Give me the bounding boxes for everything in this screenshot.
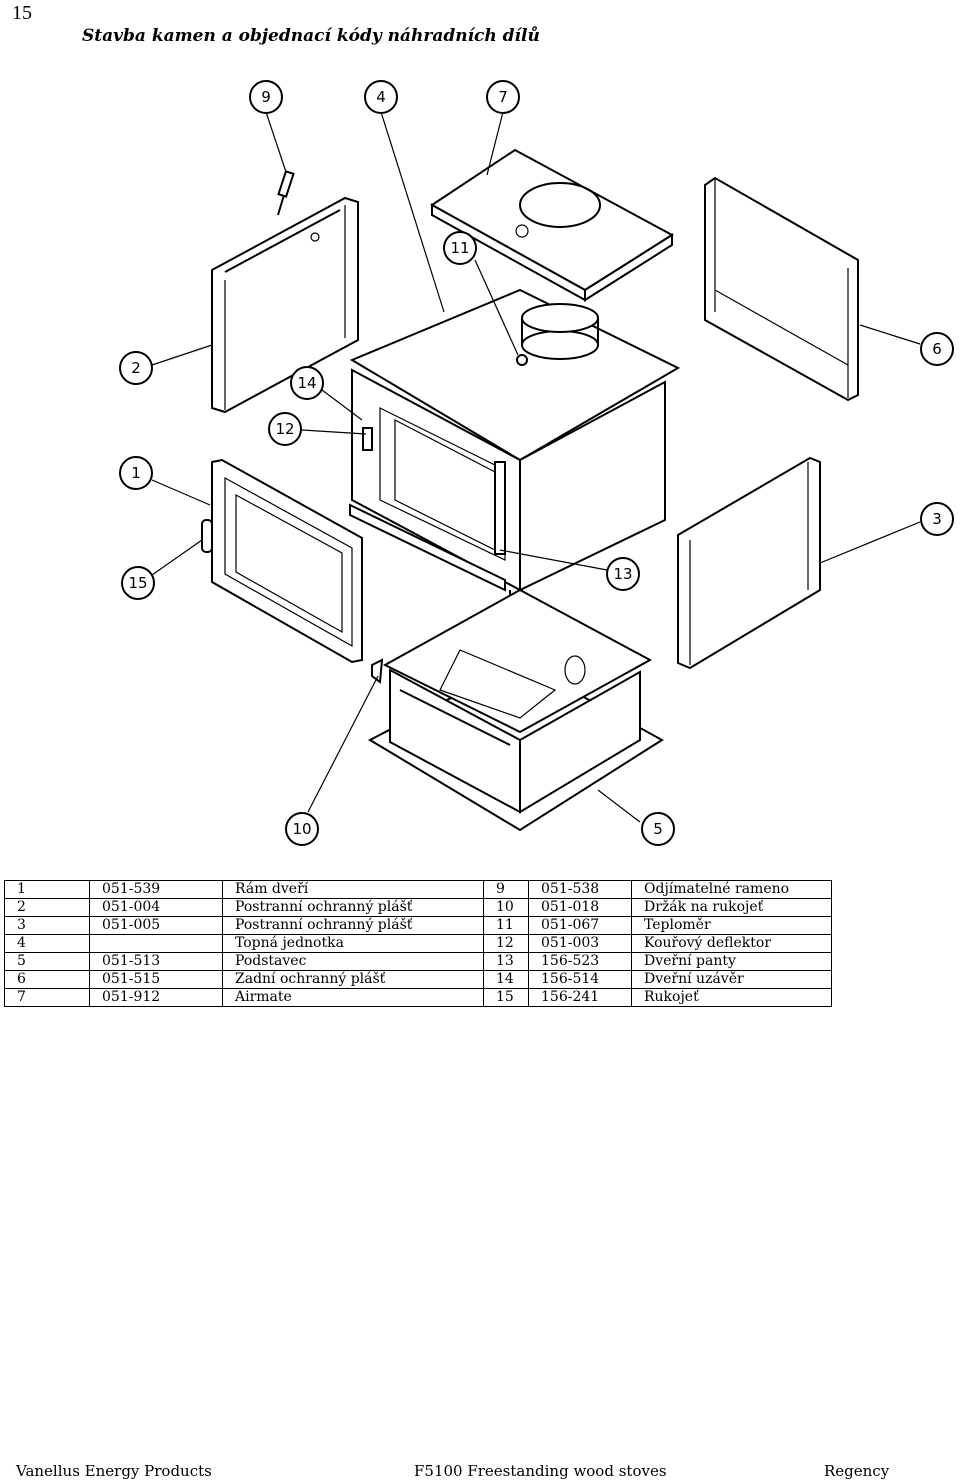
- part-code: 051-539: [89, 880, 223, 899]
- parts-table: 1 051-539 Rám dveří 9 051-538 Odjímateln…: [4, 880, 832, 1007]
- part-code: 051-538: [528, 880, 632, 899]
- callout-1: 1: [119, 456, 153, 490]
- callout-9: 9: [249, 80, 283, 114]
- callout-4: 4: [364, 80, 398, 114]
- exploded-stove-diagram: 9 4 7 11 6 2 14 12: [0, 60, 960, 860]
- svg-text:13: 13: [613, 565, 632, 583]
- callout-3: 3: [920, 502, 954, 536]
- part-name: Kouřový deflektor: [631, 934, 832, 953]
- svg-text:4: 4: [376, 88, 386, 106]
- svg-text:7: 7: [498, 88, 508, 106]
- table-row: 6 051-515 Zadní ochranný plášť 14 156-51…: [4, 970, 832, 989]
- part-number: 5: [4, 952, 90, 971]
- part-name: Rukojeť: [631, 988, 832, 1007]
- part-code: 051-515: [89, 970, 223, 989]
- callout-13: 13: [606, 557, 640, 591]
- part-number: 14: [483, 970, 529, 989]
- part-number: 7: [4, 988, 90, 1007]
- pedestal-part: [367, 588, 664, 832]
- part-name: Topná jednotka: [222, 934, 484, 953]
- part-name: Podstavec: [222, 952, 484, 971]
- callout-5: 5: [641, 812, 675, 846]
- svg-text:1: 1: [131, 464, 141, 482]
- part-name: Teploměr: [631, 916, 832, 935]
- part-number: 10: [483, 898, 529, 917]
- callout-15: 15: [121, 566, 155, 600]
- part-name: Airmate: [222, 988, 484, 1007]
- part-code: 051-067: [528, 916, 632, 935]
- part-code: 051-513: [89, 952, 223, 971]
- part-code: 156-241: [528, 988, 632, 1007]
- part-code: 051-912: [89, 988, 223, 1007]
- callout-11: 11: [443, 231, 477, 265]
- svg-text:12: 12: [275, 420, 294, 438]
- top-plate-part: [430, 148, 674, 302]
- footer-product: F5100 Freestanding wood stoves: [414, 1462, 667, 1480]
- footer-company: Vanellus Energy Products: [16, 1462, 212, 1480]
- part-name: Odjímatelné rameno: [631, 880, 832, 899]
- svg-text:9: 9: [261, 88, 271, 106]
- svg-text:3: 3: [932, 510, 942, 528]
- part-number: 13: [483, 952, 529, 971]
- part-code: 156-514: [528, 970, 632, 989]
- part-name: Rám dveří: [222, 880, 484, 899]
- page-title: Stavba kamen a objednací kódy náhradních…: [82, 26, 540, 46]
- callout-12: 12: [268, 412, 302, 446]
- callout-7: 7: [486, 80, 520, 114]
- part-code: 156-523: [528, 952, 632, 971]
- part-name: Držák na rukojeť: [631, 898, 832, 917]
- part-number: 6: [4, 970, 90, 989]
- svg-text:2: 2: [131, 359, 141, 377]
- table-row: 4 Topná jednotka 12 051-003 Kouřový defl…: [4, 934, 832, 953]
- svg-text:5: 5: [653, 820, 663, 838]
- callout-14: 14: [290, 366, 324, 400]
- part-number: 3: [4, 916, 90, 935]
- handle-arm-part: [277, 170, 295, 216]
- part-number: 11: [483, 916, 529, 935]
- table-row: 1 051-539 Rám dveří 9 051-538 Odjímateln…: [4, 880, 832, 899]
- part-code: 051-005: [89, 916, 223, 935]
- table-row: 5 051-513 Podstavec 13 156-523 Dveřní pa…: [4, 952, 832, 971]
- callout-10: 10: [285, 812, 319, 846]
- footer-brand: Regency: [824, 1462, 890, 1480]
- part-number: 12: [483, 934, 529, 953]
- page-number: 15: [12, 2, 32, 24]
- part-code: 051-003: [528, 934, 632, 953]
- svg-text:10: 10: [292, 820, 311, 838]
- part-name: Postranní ochranný plášť: [222, 898, 484, 917]
- table-row: 2 051-004 Postranní ochranný plášť 10 05…: [4, 898, 832, 917]
- part-number: 4: [4, 934, 90, 953]
- svg-text:11: 11: [450, 239, 469, 257]
- callout-6: 6: [920, 332, 954, 366]
- right-side-shield-part: [677, 456, 821, 670]
- part-name: Dveřní panty: [631, 952, 832, 971]
- part-number: 2: [4, 898, 90, 917]
- part-name: Zadní ochranný plášť: [222, 970, 484, 989]
- callout-2: 2: [119, 351, 153, 385]
- part-name: Dveřní uzávěr: [631, 970, 832, 989]
- svg-text:15: 15: [128, 574, 147, 592]
- firebox-unit-part: [349, 288, 681, 680]
- part-number: 9: [483, 880, 529, 899]
- handle-bracket-part: [371, 658, 384, 684]
- door-frame-part: [201, 458, 363, 664]
- svg-text:14: 14: [297, 374, 316, 392]
- table-row: 7 051-912 Airmate 15 156-241 Rukojeť: [4, 988, 832, 1007]
- part-name: Postranní ochranný plášť: [222, 916, 484, 935]
- rear-shield-part: [704, 176, 859, 402]
- svg-text:6: 6: [932, 340, 942, 358]
- table-row: 3 051-005 Postranní ochranný plášť 11 05…: [4, 916, 832, 935]
- part-code: 051-004: [89, 898, 223, 917]
- part-number: 15: [483, 988, 529, 1007]
- left-side-shield-part: [211, 196, 359, 414]
- leader-lines: [151, 111, 921, 823]
- part-code: 051-018: [528, 898, 632, 917]
- part-number: 1: [4, 880, 90, 899]
- part-code: [89, 934, 223, 953]
